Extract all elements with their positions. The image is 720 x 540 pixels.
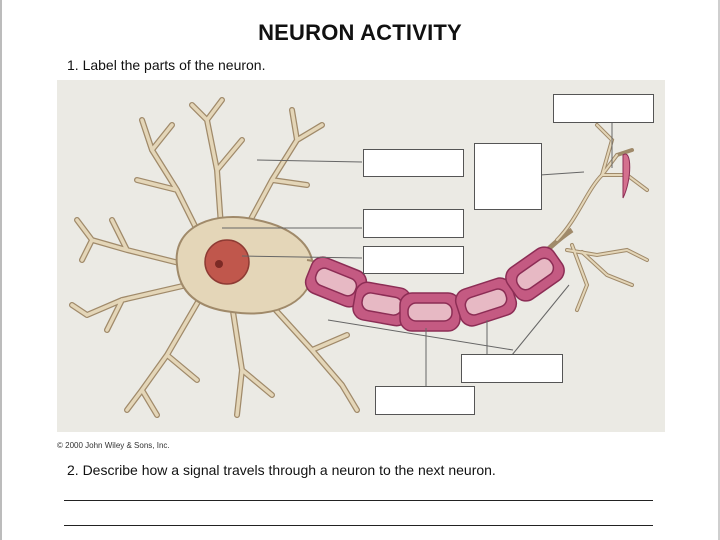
axon-terminals — [555, 123, 649, 312]
question-1: 1. Label the parts of the neuron. — [67, 57, 266, 73]
dendrites-fill — [70, 98, 359, 417]
label-box-5[interactable] — [553, 94, 654, 123]
answer-line-1[interactable] — [64, 500, 653, 501]
axon-terminals-fill — [556, 124, 648, 311]
label-box-6[interactable] — [461, 354, 563, 383]
label-box-4[interactable] — [474, 143, 542, 210]
neuron-diagram — [57, 80, 665, 432]
label-box-2[interactable] — [363, 209, 464, 238]
worksheet-title: NEURON ACTIVITY — [258, 20, 462, 45]
page-border-left — [0, 0, 2, 540]
leader-lines — [222, 123, 613, 386]
synapse-shape — [622, 153, 631, 199]
myelin-sheath — [304, 246, 565, 332]
nucleus — [204, 239, 250, 285]
label-box-7[interactable] — [375, 386, 475, 415]
question-2: 2. Describe how a signal travels through… — [67, 462, 496, 478]
label-box-1[interactable] — [363, 149, 464, 177]
copyright-credit: © 2000 John Wiley & Sons, Inc. — [57, 441, 170, 450]
page-border-right — [718, 0, 720, 540]
answer-line-2[interactable] — [64, 525, 653, 526]
label-box-3[interactable] — [363, 246, 464, 274]
nucleolus — [215, 260, 223, 268]
neuron-illustration — [69, 97, 649, 418]
